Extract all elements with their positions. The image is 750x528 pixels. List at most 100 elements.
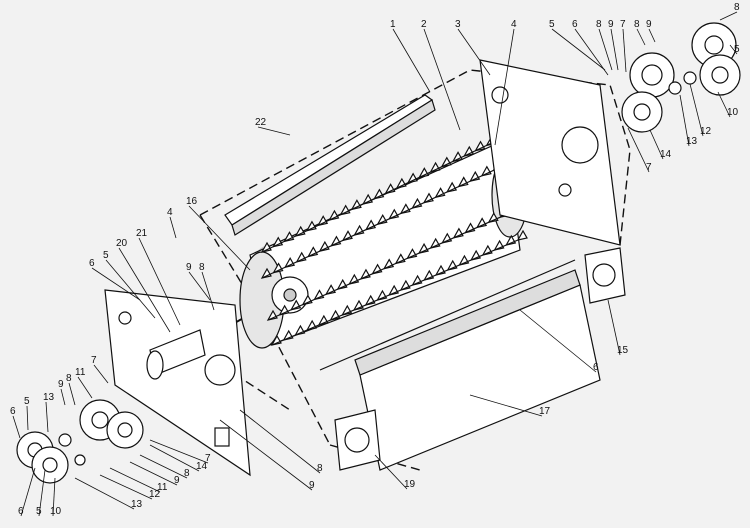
rasp-bar <box>261 164 506 279</box>
callout-leader <box>26 405 29 431</box>
rasp-bar <box>261 139 499 253</box>
rasp-bar <box>271 239 519 346</box>
callout-number: 13 <box>686 136 698 147</box>
rasp-bar-tooth <box>474 140 486 152</box>
callout-leader <box>519 309 597 373</box>
rasp-bar-tooth <box>313 289 325 301</box>
rasp-bar-tooth <box>422 192 434 204</box>
rasp-bar-tooth <box>434 187 446 199</box>
callout-number: 9 <box>174 475 180 486</box>
rasp-bar-tooth <box>463 145 475 157</box>
callout-leader <box>188 205 251 271</box>
rasp-bar-tooth <box>475 217 488 229</box>
callout-leader <box>129 461 178 486</box>
callout-leader <box>52 477 56 517</box>
rasp-bar-tooth <box>336 278 348 291</box>
callout-number: 9 <box>608 19 614 30</box>
callout-number: 17 <box>539 406 551 417</box>
callout-number: 8 <box>596 19 602 30</box>
rasp-bar-tooth <box>305 220 317 232</box>
rasp-bar-tooth <box>364 219 377 231</box>
callout-number: 6 <box>89 258 95 269</box>
callout-number: 7 <box>646 162 652 173</box>
callout-leader <box>138 237 181 326</box>
callout-leader <box>729 44 738 55</box>
callout-leader <box>109 467 161 493</box>
rasp-bar-tooth <box>278 304 290 316</box>
callout-number: 8 <box>317 463 323 474</box>
rasp-bar-tooth <box>480 165 492 177</box>
callout-leader <box>717 91 731 118</box>
rasp-bar-tooth <box>272 236 284 248</box>
callout-number: 8 <box>199 262 205 273</box>
flange-15 <box>584 247 626 304</box>
callout-leader <box>12 415 21 439</box>
callout-leader <box>392 28 431 93</box>
callout-number: 2 <box>421 19 427 30</box>
rasp-bar-tooth <box>318 240 330 252</box>
rasp-bar-tooth <box>487 212 499 224</box>
rasp-bars <box>260 129 528 346</box>
callout-leader <box>38 469 46 517</box>
right-side-plate <box>479 59 621 246</box>
rasp-bar-tooth <box>441 232 453 244</box>
rasp-bar-tooth <box>317 215 329 227</box>
rasp-bar-tooth <box>361 193 374 205</box>
callout-leader <box>494 28 515 146</box>
rasp-bar-tooth <box>339 204 351 216</box>
callout-leader <box>20 467 36 517</box>
callout-leader <box>648 28 656 43</box>
callout-leader <box>219 419 313 491</box>
callout-number: 21 <box>136 228 148 239</box>
rasp-bar-tooth <box>341 230 353 242</box>
callout-number: 20 <box>116 238 128 249</box>
rasp-bar-tooth <box>388 208 400 220</box>
rasp-bar-tooth <box>260 241 272 253</box>
callout-number: 5 <box>549 19 555 30</box>
rasp-bar <box>267 211 513 321</box>
callout-leader <box>74 477 135 510</box>
callout-number: 9 <box>58 379 64 390</box>
callout-number: 11 <box>157 482 168 493</box>
callout-leader <box>77 376 93 399</box>
callout-leader <box>188 271 211 301</box>
rasp-bar-tooth <box>451 151 463 163</box>
callout-leader <box>201 271 215 311</box>
callout-leader <box>649 129 664 160</box>
callout-leader <box>45 401 49 433</box>
rasp-bar-tooth <box>417 242 429 255</box>
rasp-bar-tooth <box>328 209 340 221</box>
rasp-bar-tooth <box>383 258 395 270</box>
callout-leader <box>60 388 66 406</box>
callout-number: 6 <box>593 362 599 373</box>
callout-leader <box>574 28 609 76</box>
callout-number: 13 <box>43 392 55 403</box>
rasp-bar-tooth <box>350 199 362 211</box>
callout-leader <box>105 259 156 319</box>
rasp-bar-tooth <box>464 222 476 234</box>
callout-number: 4 <box>167 207 173 218</box>
callout-number: 8 <box>66 373 72 384</box>
callout-number: 16 <box>186 196 198 207</box>
callout-number: 5 <box>36 506 42 517</box>
rasp-bar-tooth <box>429 237 441 249</box>
callout-leader <box>607 299 621 356</box>
rasp-bar-tooth <box>266 309 278 321</box>
top-guard-bar <box>224 94 436 236</box>
rasp-bar-tooth <box>272 262 284 274</box>
rasp-bar-tooth <box>348 273 360 285</box>
flange-19 <box>334 409 381 471</box>
callout-leader <box>91 267 141 301</box>
callout-number: 10 <box>727 107 739 118</box>
rasp-bar-tooth <box>457 176 469 188</box>
callout-leader <box>149 444 200 472</box>
callout-number: 22 <box>255 117 267 128</box>
callout-number: 9 <box>646 19 652 30</box>
rasp-bar-tooth <box>384 183 396 195</box>
rasp-bar-tooth <box>406 248 418 260</box>
callout-number: 5 <box>24 396 30 407</box>
callout-number: 1 <box>390 19 396 30</box>
callout-number: 7 <box>91 355 97 366</box>
callout-leader <box>99 474 153 500</box>
